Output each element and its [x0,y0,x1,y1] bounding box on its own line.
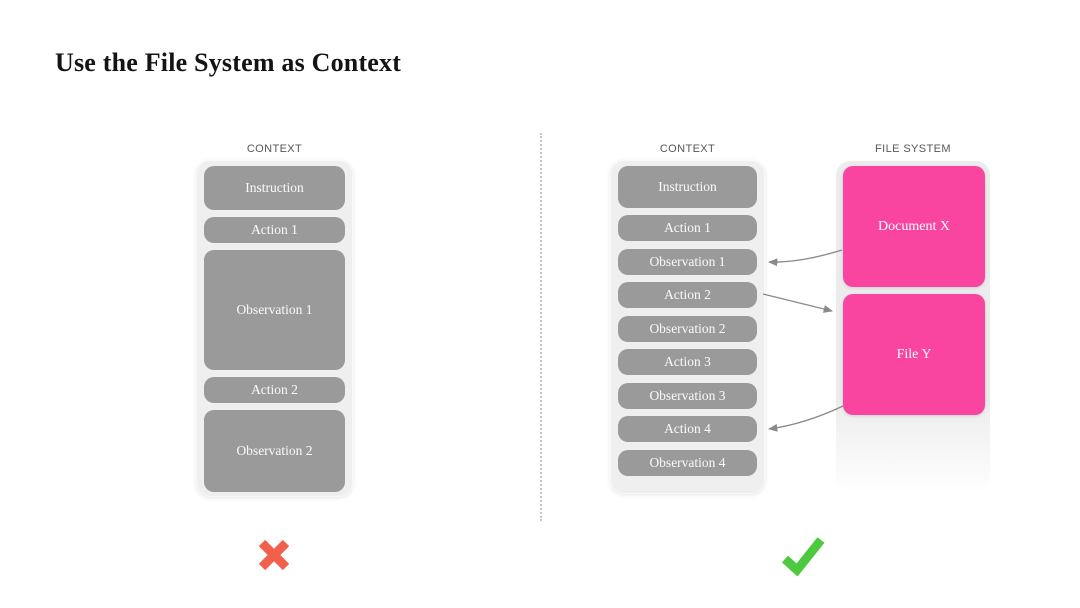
check-icon [781,537,825,576]
right-box-action-4: Action 4 [618,416,757,442]
right-context-container: Instruction Action 1 Observation 1 Actio… [610,160,765,494]
right-box-action-1: Action 1 [618,215,757,241]
left-box-action-2: Action 2 [204,377,345,403]
right-box-observation-1: Observation 1 [618,249,757,275]
file-system-box-file-y: File Y [843,294,985,415]
arrow-documentx-to-observation1 [767,249,843,267]
arrow-action2-to-filey [762,293,834,313]
file-system-label: FILE SYSTEM [875,143,951,155]
left-box-observation-2: Observation 2 [204,410,345,492]
right-box-observation-2: Observation 2 [618,316,757,342]
right-box-observation-4: Observation 4 [618,450,757,476]
left-box-action-1: Action 1 [204,217,345,243]
left-context-label: CONTEXT [246,143,303,155]
left-context-container: Instruction Action 1 Observation 1 Actio… [196,160,353,497]
page-title: Use the File System as Context [55,48,402,77]
right-box-instruction: Instruction [618,166,757,208]
right-box-observation-3: Observation 3 [618,383,757,409]
file-system-box-document-x: Document X [843,166,985,287]
cross-icon [258,539,290,571]
arrow-filey-to-action4 [767,405,844,432]
dotted-divider [540,133,542,521]
left-box-observation-1: Observation 1 [204,250,345,370]
right-context-label: CONTEXT [659,143,716,155]
left-box-instruction: Instruction [204,166,345,210]
right-box-action-3: Action 3 [618,349,757,375]
right-box-action-2: Action 2 [618,282,757,308]
